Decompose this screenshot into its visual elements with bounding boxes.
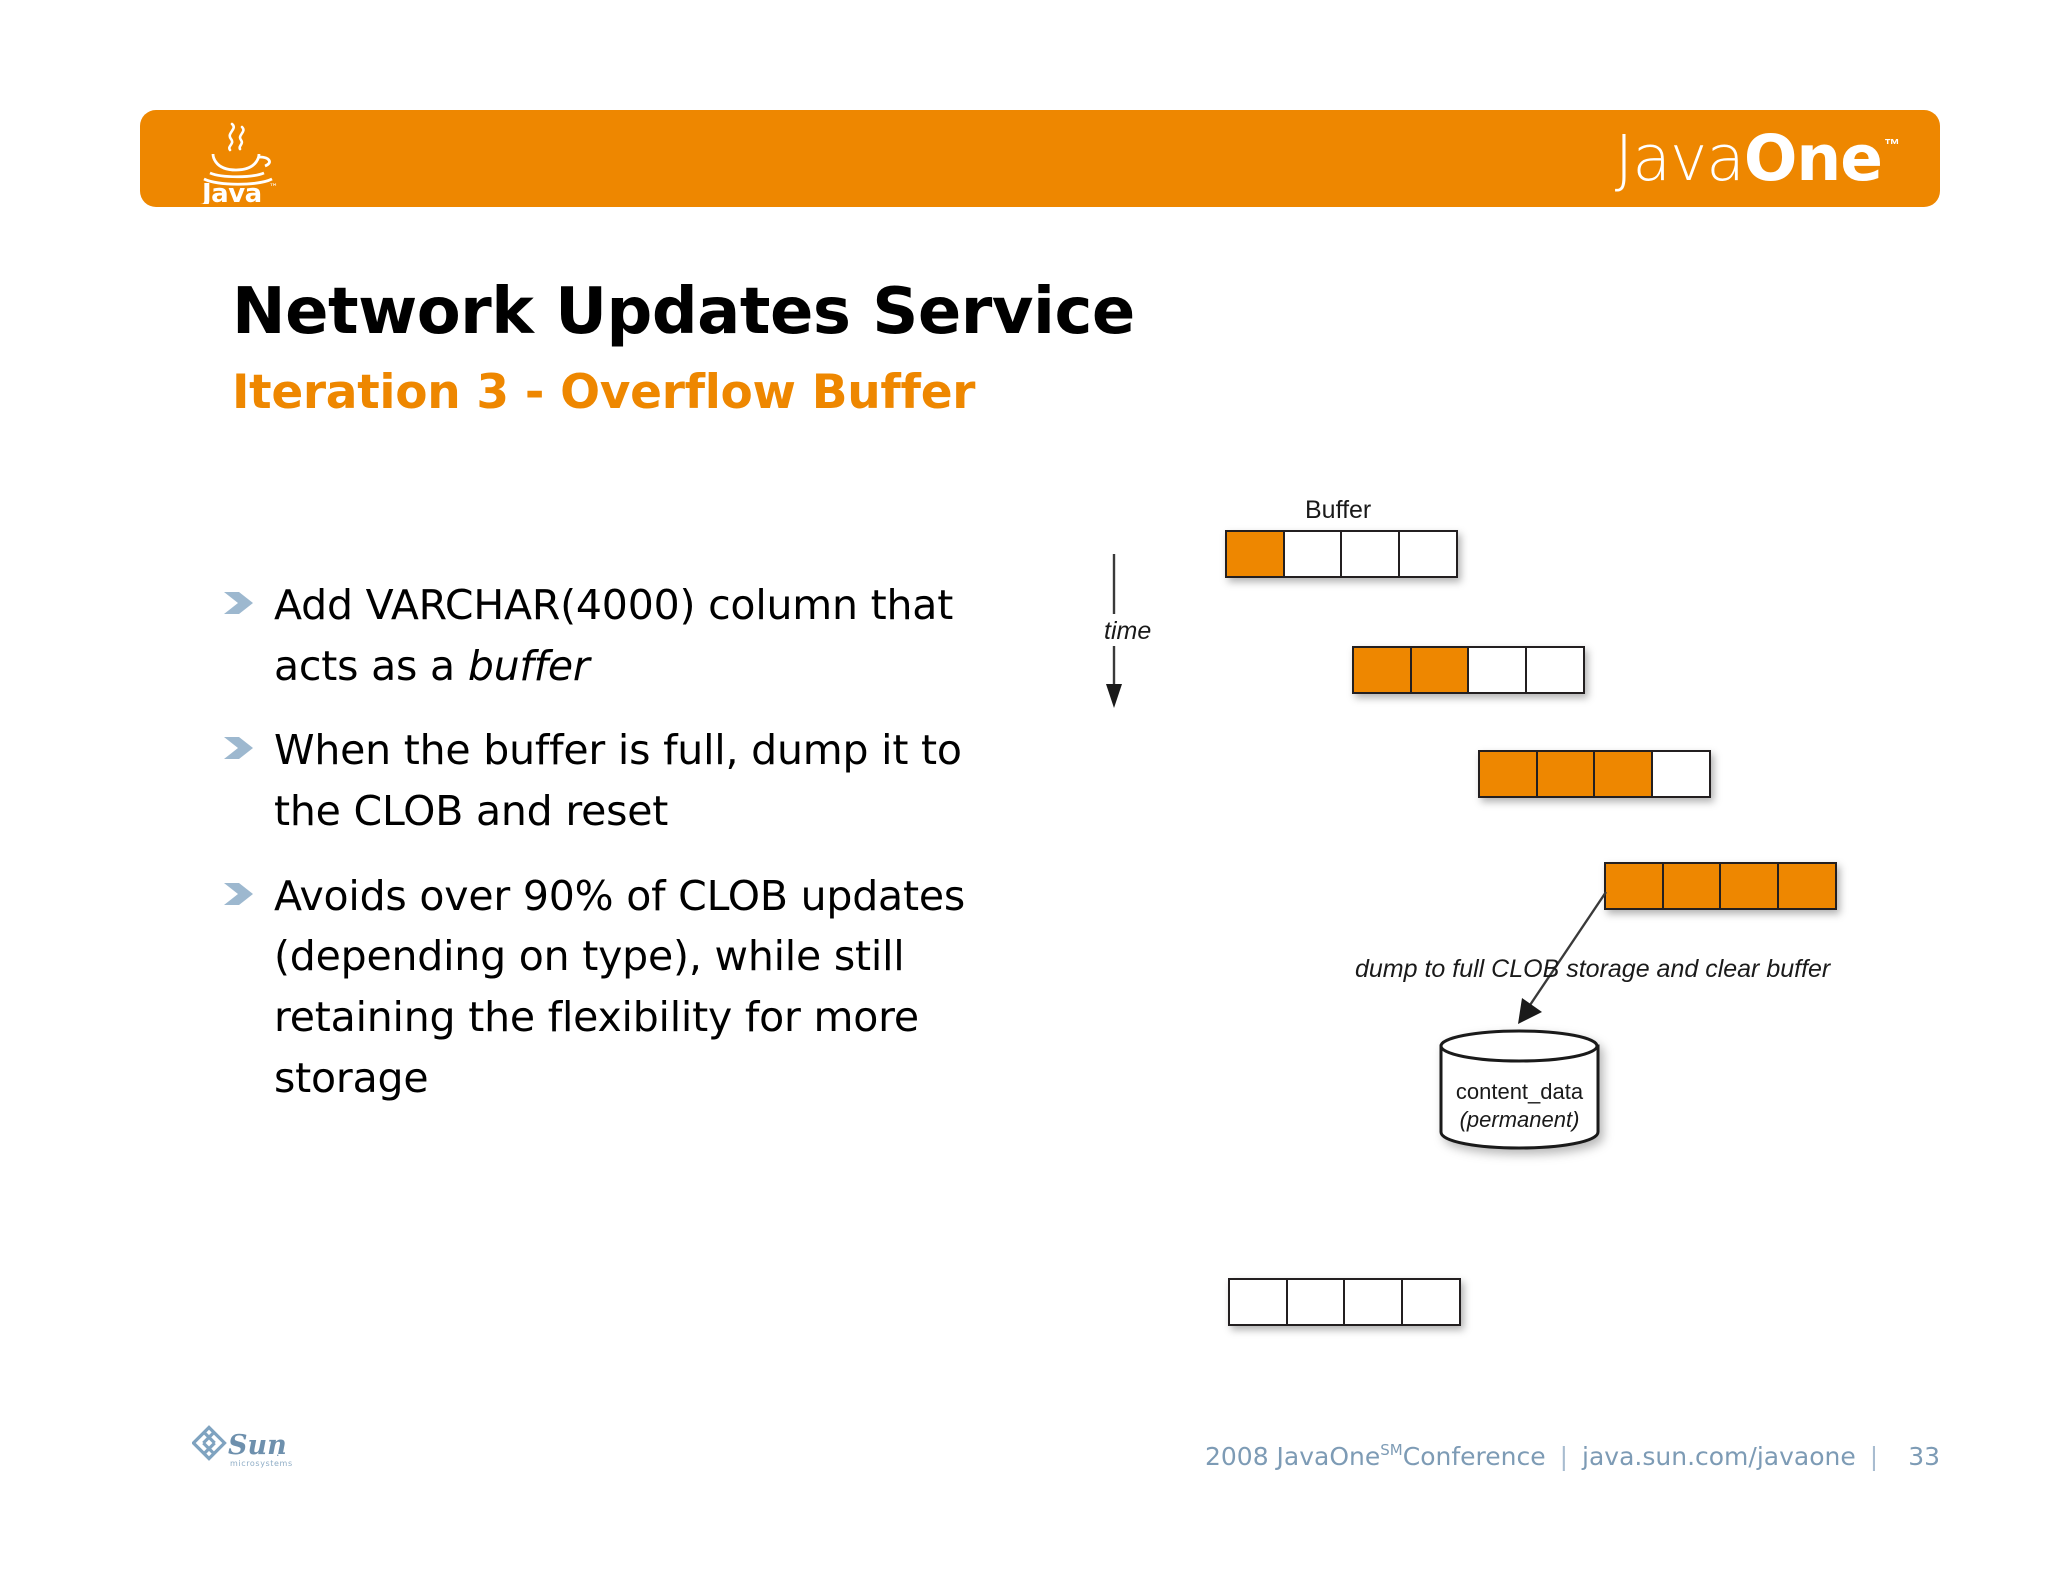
buffer-cell — [1397, 530, 1458, 578]
javaone-wordmark-one: One — [1743, 122, 1883, 195]
page-title: Network Updates Service — [232, 275, 1135, 349]
buffer-cell — [1776, 862, 1837, 910]
bullet-list: Add VARCHAR(4000) column that acts as a … — [222, 575, 982, 1132]
footer-separator-2: | — [1869, 1442, 1879, 1471]
footer-conference-pre: 2008 JavaOne — [1204, 1442, 1381, 1471]
buffer-row-5-empty — [1228, 1278, 1461, 1326]
buffer-row-2 — [1352, 646, 1585, 694]
svg-text:microsystems: microsystems — [230, 1459, 293, 1468]
buffer-cell — [1478, 750, 1538, 798]
buffer-row-3 — [1478, 750, 1711, 798]
sun-microsystems-logo-icon: Sun . microsystems — [191, 1424, 300, 1476]
time-axis-arrow-icon — [1100, 552, 1170, 712]
database-cylinder-icon — [1437, 1028, 1602, 1150]
diagram-buffer-label: Buffer — [1305, 496, 1372, 524]
chevron-right-icon — [222, 866, 274, 908]
svg-text:™: ™ — [269, 183, 278, 193]
buffer-cell — [1400, 1278, 1461, 1326]
buffer-cell — [1409, 646, 1470, 694]
svg-text:Java: Java — [200, 179, 262, 204]
list-item-text: Avoids over 90% of CLOB updates (dependi… — [274, 871, 966, 1102]
buffer-cell — [1593, 750, 1653, 798]
list-item-text: Add VARCHAR(4000) column that acts as a … — [274, 575, 982, 696]
chevron-right-icon — [222, 720, 274, 762]
buffer-cell — [1650, 750, 1711, 798]
cylinder-labels: content_data (permanent) — [1437, 1078, 1602, 1133]
java-coffee-cup-icon: Java ™ — [180, 116, 290, 204]
list-item: Avoids over 90% of CLOB updates (dependi… — [222, 866, 982, 1109]
dump-to-clob-label: dump to full CLOB storage and clear buff… — [1355, 955, 1831, 983]
buffer-cell — [1535, 750, 1596, 798]
buffer-cell — [1467, 646, 1527, 694]
chevron-right-icon — [222, 575, 274, 617]
svg-text:Sun: Sun — [228, 1430, 287, 1461]
list-item: When the buffer is full, dump it to the … — [222, 720, 982, 841]
buffer-cell — [1719, 862, 1779, 910]
buffer-cell — [1343, 1278, 1403, 1326]
buffer-row-1 — [1225, 530, 1458, 578]
javaone-wordmark-java: Java — [1614, 122, 1745, 195]
cylinder-permanent-label: (permanent) — [1459, 1106, 1580, 1132]
bullet-0-emphasis: buffer — [467, 641, 590, 690]
bullet-0-lead: Add VARCHAR(4000) column that acts as a — [274, 581, 954, 690]
buffer-cell — [1282, 530, 1343, 578]
footer-separator-1: | — [1559, 1442, 1569, 1471]
footer-servicemark: SM — [1380, 1441, 1403, 1459]
buffer-cell — [1604, 862, 1664, 910]
footer-conference-post: Conference — [1402, 1442, 1546, 1471]
cylinder-name-label: content_data — [1455, 1079, 1584, 1104]
list-item-text: When the buffer is full, dump it to the … — [274, 726, 962, 836]
buffer-cell — [1225, 530, 1285, 578]
buffer-cell — [1340, 530, 1400, 578]
dump-arrow-icon — [1480, 890, 1610, 1040]
page-number: 33 — [1908, 1442, 1940, 1471]
buffer-cell — [1524, 646, 1585, 694]
page-subtitle: Iteration 3 - Overflow Buffer — [232, 365, 976, 420]
svg-text:.: . — [276, 1446, 280, 1459]
buffer-cell — [1661, 862, 1722, 910]
list-item: Add VARCHAR(4000) column that acts as a … — [222, 575, 982, 696]
time-axis-label: time — [1104, 617, 1152, 645]
footer-url[interactable]: java.sun.com/javaone — [1582, 1442, 1856, 1471]
buffer-cell — [1352, 646, 1412, 694]
buffer-cell — [1285, 1278, 1346, 1326]
buffer-row-4-full — [1604, 862, 1837, 910]
buffer-cell — [1228, 1278, 1288, 1326]
trademark-icon: ™ — [1884, 137, 1900, 154]
